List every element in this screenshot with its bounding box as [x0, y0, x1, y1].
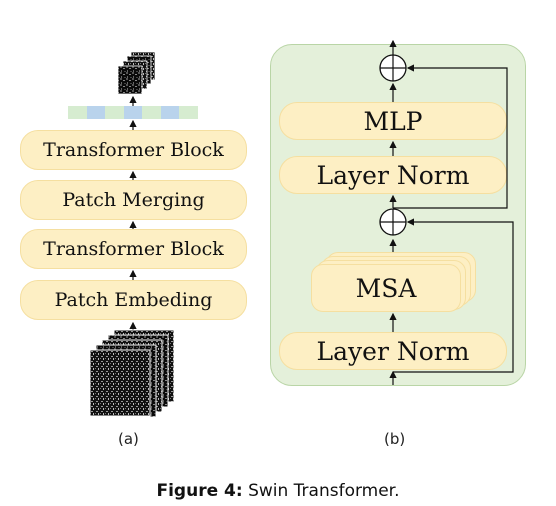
output-token-strip — [68, 106, 198, 119]
mlp-block: MLP — [279, 102, 507, 140]
figure-caption: Figure 4: Swin Transformer. — [0, 481, 556, 501]
output-image-stack — [117, 51, 156, 95]
msa-block: MSA — [311, 264, 461, 312]
panel-b-label: (b) — [384, 430, 406, 448]
figure-caption-text: Swin Transformer. — [248, 481, 400, 501]
residual-adder-bottom — [379, 208, 407, 236]
patch-merging-block: Patch Merging — [20, 180, 247, 220]
input-image-stack — [89, 329, 175, 418]
transformer-block-bottom: Transformer Block — [20, 229, 247, 269]
panel-a-label: (a) — [118, 430, 139, 448]
layer-norm-bottom-block: Layer Norm — [279, 332, 507, 370]
transformer-block-top: Transformer Block — [20, 130, 247, 170]
figure-number: Figure 4: — [156, 481, 243, 501]
residual-adder-top — [379, 54, 407, 82]
layer-norm-top-block: Layer Norm — [279, 156, 507, 194]
patch-embedding-block: Patch Embeding — [20, 280, 247, 320]
skip-connections — [393, 64, 514, 373]
